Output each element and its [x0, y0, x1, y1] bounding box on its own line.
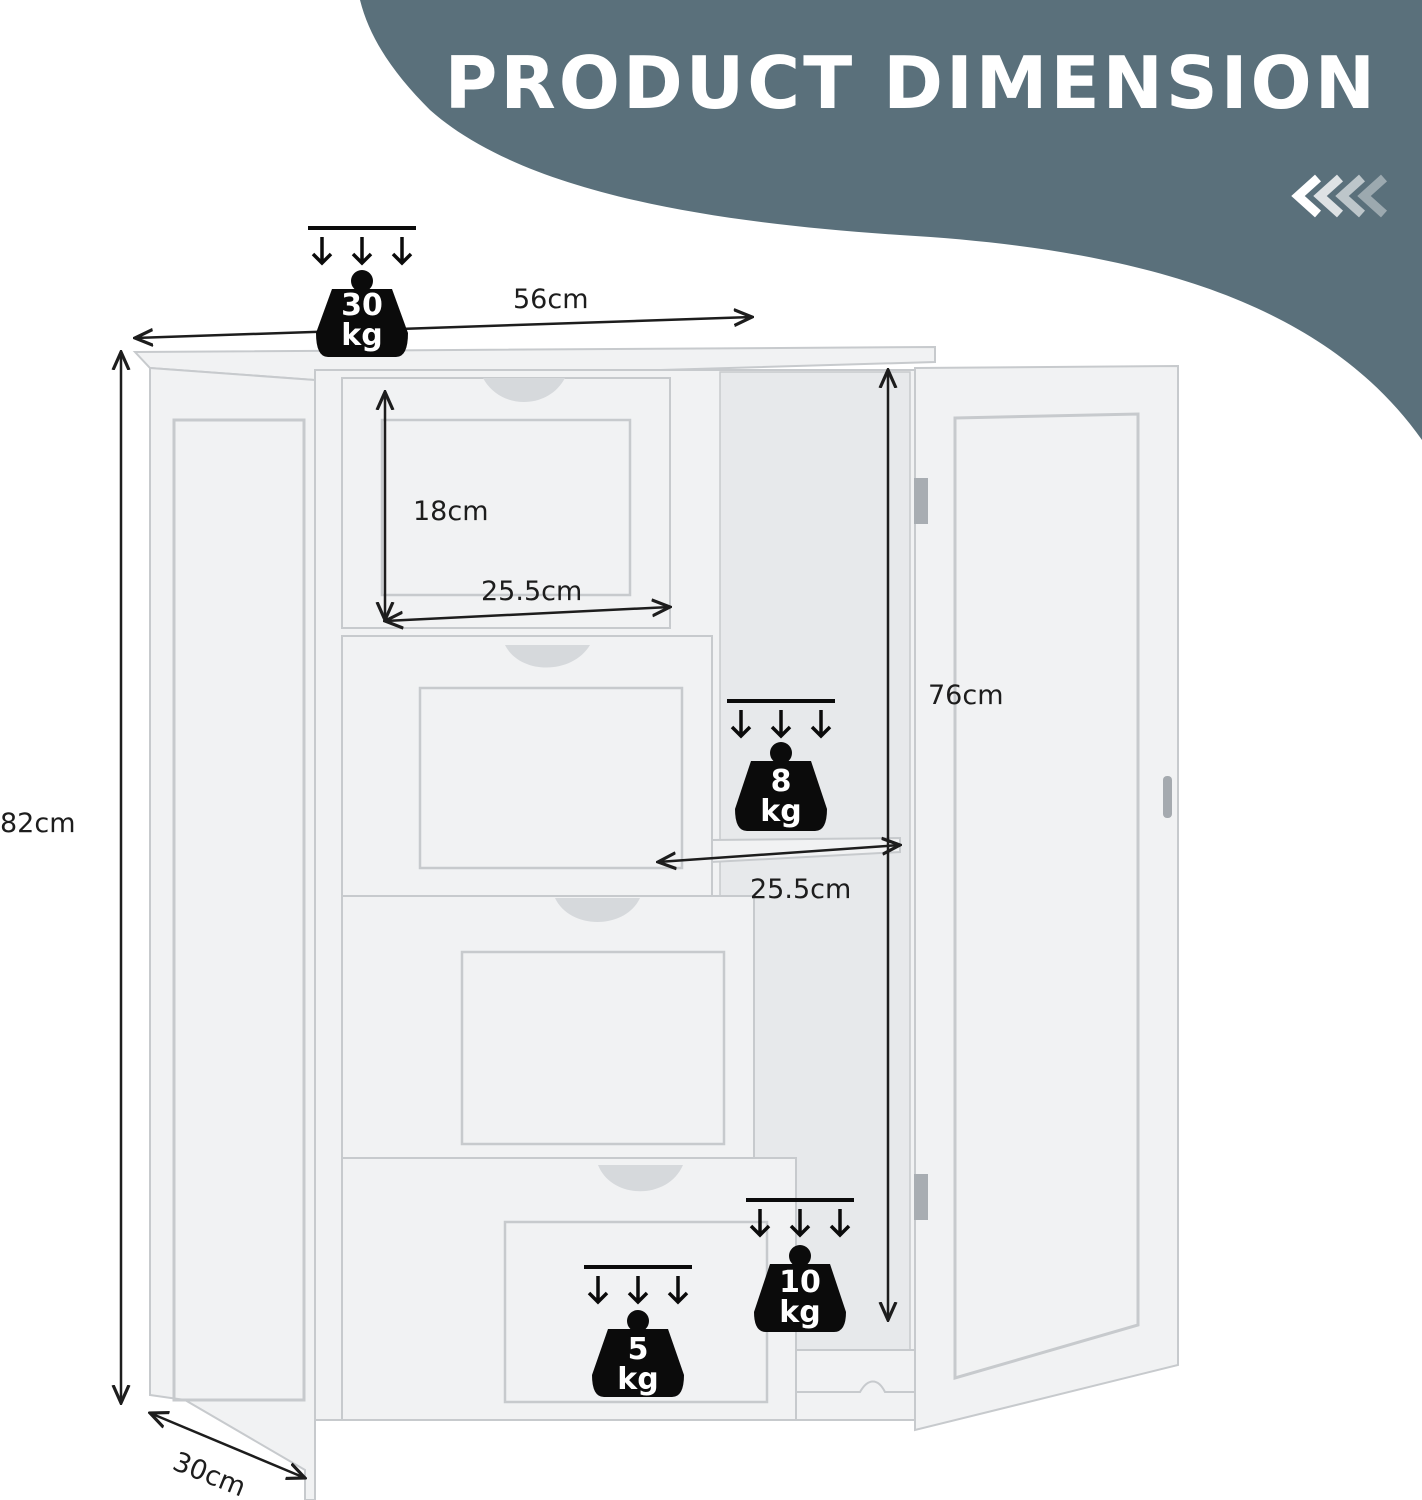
weight-load-icon-bottom-shelf: 10 kg [746, 1198, 854, 1332]
door-height-label: 76cm [928, 680, 1004, 711]
svg-text:kg: kg [341, 318, 382, 353]
header-banner [360, 0, 1422, 440]
door-hinge-top [914, 478, 928, 524]
svg-text:30: 30 [341, 288, 383, 323]
cabinet-base [794, 1349, 921, 1393]
weight-load-icon-top: 30 kg [308, 226, 416, 357]
depth-dimension-line [150, 1413, 305, 1478]
shelf-width-line [658, 845, 900, 862]
svg-text:10: 10 [779, 1265, 821, 1300]
door-handle-hole [1163, 776, 1172, 818]
door-hinge-bottom [914, 1174, 928, 1220]
dimension-lines [121, 317, 900, 1478]
drawer-4[interactable] [341, 1157, 797, 1421]
cabinet-door-inset [953, 412, 1140, 1380]
drawer-3[interactable] [341, 895, 755, 1175]
weight-load-icon-drawer: 5 kg [584, 1265, 692, 1397]
svg-text:5: 5 [628, 1332, 649, 1367]
svg-text:kg: kg [779, 1295, 820, 1330]
drawer-width-line [385, 607, 670, 621]
svg-text:8: 8 [771, 764, 792, 799]
width-label: 56cm [513, 284, 589, 315]
weight-load-icon-shelf: 8 kg [727, 699, 835, 831]
page-title: PRODUCT DIMENSION [445, 41, 1378, 125]
cabinet-door [914, 364, 1179, 1432]
cabinet [132, 345, 1179, 1500]
width-dimension-line [135, 317, 752, 338]
height-label: 82cm [0, 808, 76, 839]
svg-text:kg: kg [760, 794, 801, 829]
svg-text:kg: kg [617, 1362, 658, 1397]
drawer-height-label: 18cm [413, 496, 489, 527]
chevrons-left-icon [1291, 174, 1388, 218]
shelf-width-label: 25.5cm [750, 874, 851, 905]
drawer-2[interactable] [341, 635, 713, 899]
depth-label: 30cm [168, 1446, 250, 1500]
side-panel-inset [172, 418, 306, 1402]
drawer-width-label: 25.5cm [481, 576, 582, 607]
